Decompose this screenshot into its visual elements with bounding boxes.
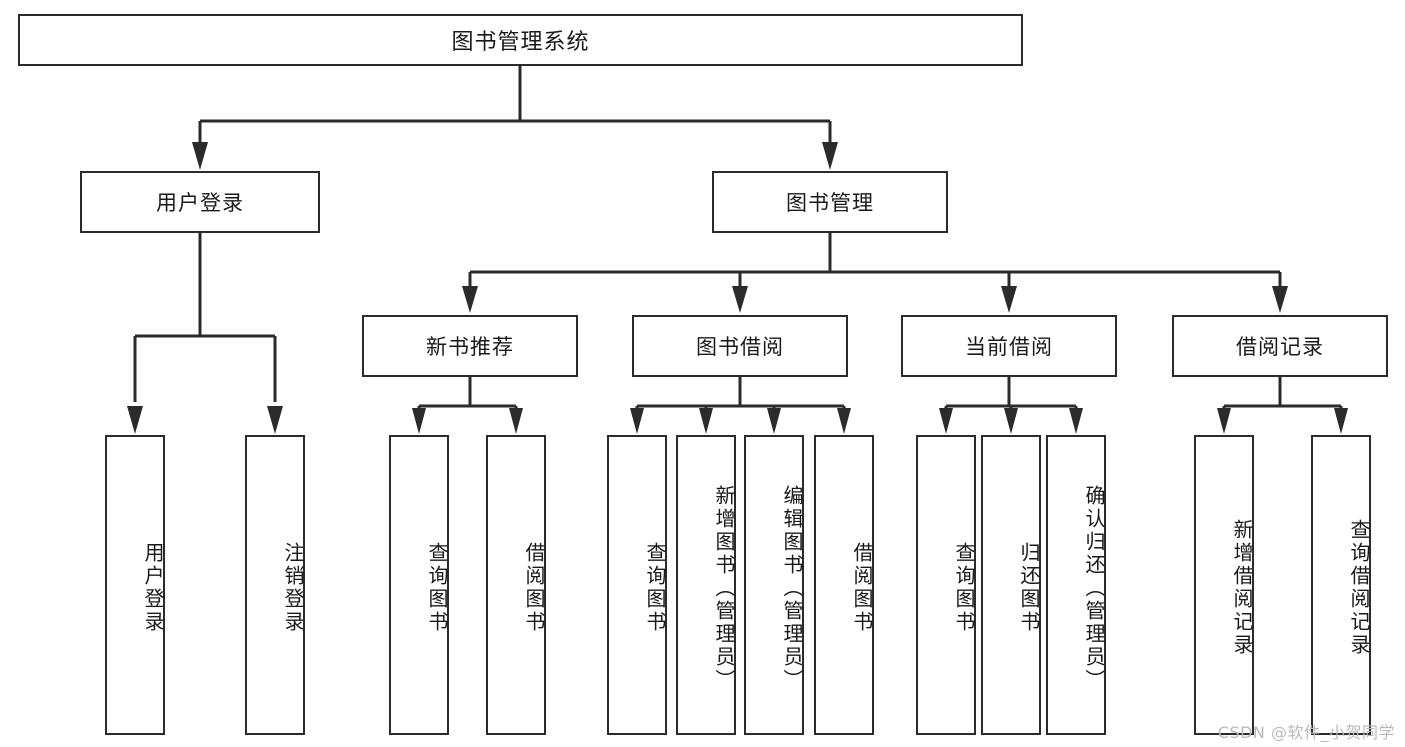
leaf-user-logout[interactable]: 注销登录: [245, 435, 305, 735]
node-label: 图书管理: [786, 191, 874, 215]
leaf-current-return-book[interactable]: 归还图书: [981, 435, 1041, 735]
node-book-management-module[interactable]: 图书管理: [712, 171, 948, 233]
node-label: 当前借阅: [965, 335, 1053, 359]
node-label: 确认归还（管理员）: [1082, 484, 1106, 692]
node-label: 用户登录: [141, 542, 165, 634]
node-current-borrow[interactable]: 当前借阅: [901, 315, 1117, 377]
leaf-current-query-book[interactable]: 查询图书: [916, 435, 976, 735]
leaf-borrow-add-book-admin[interactable]: 新增图书（管理员）: [676, 435, 736, 735]
node-label: 查询借阅记录: [1347, 519, 1371, 657]
node-label: 查询图书: [643, 542, 667, 634]
leaf-record-add-borrow-record[interactable]: 新增借阅记录: [1194, 435, 1254, 735]
node-user-login-module[interactable]: 用户登录: [80, 171, 320, 233]
node-label: 图书借阅: [696, 335, 784, 359]
node-label: 注销登录: [281, 542, 305, 634]
node-root-system[interactable]: 图书管理系统: [18, 14, 1023, 66]
leaf-user-login[interactable]: 用户登录: [105, 435, 165, 735]
node-label: 查询图书: [425, 542, 449, 634]
node-label: 借阅图书: [850, 542, 874, 634]
node-book-borrow[interactable]: 图书借阅: [632, 315, 848, 377]
node-label: 编辑图书（管理员）: [780, 484, 804, 692]
node-label: 用户登录: [156, 191, 244, 215]
leaf-borrow-borrow-book[interactable]: 借阅图书: [814, 435, 874, 735]
node-label: 借阅记录: [1236, 335, 1324, 359]
node-label: 图书管理系统: [451, 30, 590, 55]
node-label: 新增图书（管理员）: [712, 484, 736, 692]
node-new-book-recommend[interactable]: 新书推荐: [362, 315, 578, 377]
node-borrow-record[interactable]: 借阅记录: [1172, 315, 1388, 377]
node-label: 新书推荐: [426, 335, 514, 359]
leaf-borrow-edit-book-admin[interactable]: 编辑图书（管理员）: [744, 435, 804, 735]
leaf-current-confirm-return-admin[interactable]: 确认归还（管理员）: [1046, 435, 1106, 735]
node-label: 新增借阅记录: [1230, 519, 1254, 657]
node-label: 查询图书: [952, 542, 976, 634]
node-label: 借阅图书: [522, 542, 546, 634]
leaf-recommend-query-book[interactable]: 查询图书: [389, 435, 449, 735]
leaf-borrow-query-book[interactable]: 查询图书: [607, 435, 667, 735]
leaf-record-query-borrow-record[interactable]: 查询借阅记录: [1311, 435, 1371, 735]
node-label: 归还图书: [1017, 542, 1041, 634]
leaf-recommend-borrow-book[interactable]: 借阅图书: [486, 435, 546, 735]
csdn-watermark: CSDN @软件_小贺同学: [1217, 723, 1395, 742]
